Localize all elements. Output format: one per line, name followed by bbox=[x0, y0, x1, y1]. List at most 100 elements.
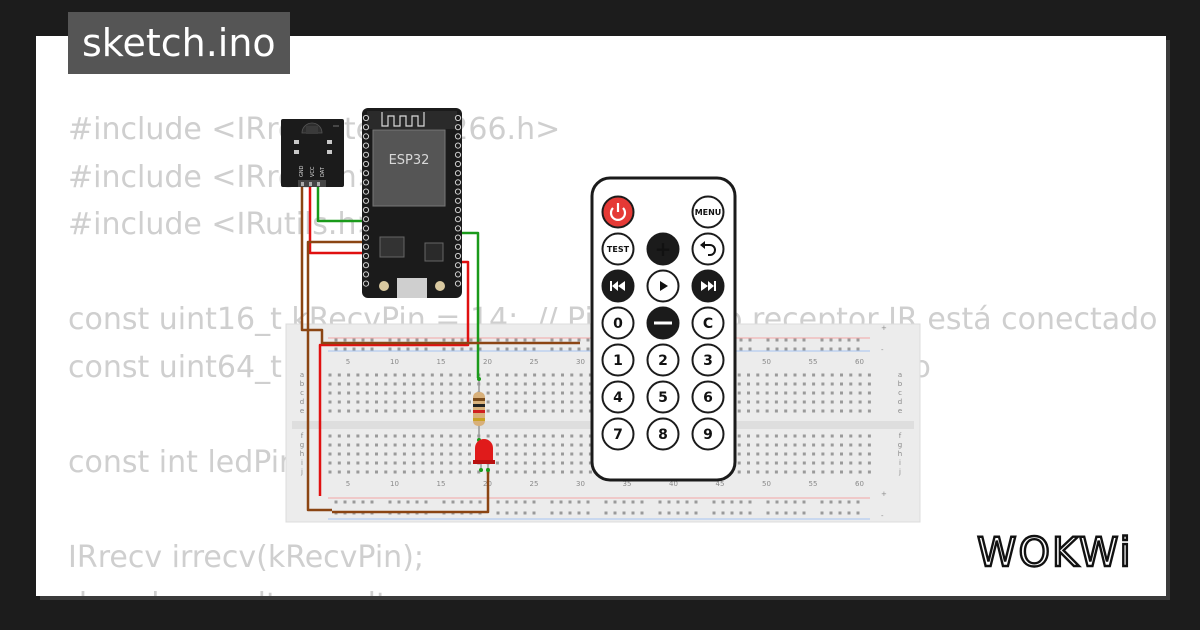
breadboard-hole bbox=[737, 400, 741, 404]
rail-plus-label: + bbox=[881, 324, 887, 332]
code-line: #include <IRutils.h> bbox=[68, 207, 382, 242]
red-led[interactable] bbox=[473, 439, 495, 472]
breadboard-hole bbox=[523, 400, 527, 404]
breadboard-hole bbox=[421, 470, 425, 474]
rail-hole bbox=[334, 338, 338, 342]
clear-button[interactable]: C bbox=[691, 306, 725, 340]
rail-hole bbox=[550, 511, 554, 515]
eight-button[interactable]: 8 bbox=[646, 417, 680, 451]
breadboard-hole bbox=[514, 391, 518, 395]
breadboard-hole bbox=[570, 470, 574, 474]
breadboard-hole bbox=[430, 391, 434, 395]
rail-hole bbox=[406, 338, 410, 342]
rail-hole bbox=[505, 338, 509, 342]
breadboard-hole bbox=[830, 461, 834, 465]
breadboard-hole bbox=[561, 400, 564, 404]
breadboard-hole bbox=[793, 391, 797, 395]
rail-hole bbox=[631, 511, 635, 515]
wire-green-gpio bbox=[461, 231, 480, 378]
breadboard-hole bbox=[514, 434, 518, 438]
breadboard-hole bbox=[495, 452, 499, 456]
one-button[interactable]: 1 bbox=[601, 343, 635, 377]
breadboard-hole bbox=[533, 400, 537, 404]
rail-hole bbox=[793, 347, 797, 351]
power-button[interactable] bbox=[601, 195, 635, 229]
ir-receiver-module[interactable]: GND VCC DAT bbox=[281, 119, 344, 187]
wire-brown-led bbox=[332, 468, 490, 514]
seven-button[interactable]: 7 bbox=[601, 417, 635, 451]
breadboard-hole bbox=[365, 434, 369, 438]
row-letter: f bbox=[899, 432, 902, 440]
breadboard-hole bbox=[830, 470, 834, 474]
breadboard-hole bbox=[365, 443, 369, 447]
breadboard-hole bbox=[328, 382, 332, 386]
breadboard-hole bbox=[384, 382, 388, 386]
breadboard-hole bbox=[486, 400, 490, 404]
back-arrow-icon bbox=[700, 241, 716, 256]
rail-hole bbox=[415, 347, 419, 351]
minus-button[interactable] bbox=[646, 306, 680, 340]
rail-hole bbox=[676, 511, 680, 515]
rail-hole bbox=[370, 338, 374, 342]
column-number: 55 bbox=[809, 480, 818, 488]
column-number: 45 bbox=[716, 480, 725, 488]
column-number: 30 bbox=[576, 480, 585, 488]
column-number: 50 bbox=[762, 358, 771, 366]
breadboard-hole bbox=[412, 452, 416, 456]
forward-button[interactable] bbox=[691, 269, 725, 303]
esp32-label: ESP32 bbox=[389, 153, 430, 168]
breadboard-hole bbox=[570, 434, 574, 438]
three-button-label: 3 bbox=[703, 353, 713, 369]
breadboard-hole bbox=[765, 461, 769, 465]
breadboard-hole bbox=[830, 434, 834, 438]
breadboard-hole bbox=[393, 443, 397, 447]
column-number: 50 bbox=[762, 480, 771, 488]
breadboard-hole bbox=[412, 434, 416, 438]
breadboard-hole bbox=[793, 373, 797, 377]
play-button[interactable] bbox=[646, 269, 680, 303]
plus-button[interactable]: + bbox=[646, 232, 680, 266]
rail-hole bbox=[478, 347, 482, 351]
breadboard-hole bbox=[588, 443, 592, 447]
column-number: 25 bbox=[530, 358, 539, 366]
back-button[interactable] bbox=[691, 232, 725, 266]
rewind-button[interactable] bbox=[601, 269, 635, 303]
breadboard-hole bbox=[570, 452, 574, 456]
breadboard-hole bbox=[579, 434, 583, 438]
two-button[interactable]: 2 bbox=[646, 343, 680, 377]
breadboard-hole bbox=[849, 382, 853, 386]
rail-hole bbox=[739, 511, 743, 515]
breadboard-hole bbox=[774, 409, 778, 413]
resistor[interactable] bbox=[473, 377, 485, 442]
test-button[interactable]: TEST bbox=[601, 232, 635, 266]
zero-button[interactable]: 0 bbox=[601, 306, 635, 340]
breadboard-hole bbox=[821, 443, 825, 447]
menu-button[interactable]: MENU bbox=[691, 195, 725, 229]
esp32-pin-headers bbox=[362, 114, 462, 287]
breadboard-hole bbox=[867, 443, 871, 447]
breadboard-hole bbox=[747, 382, 750, 386]
six-button[interactable]: 6 bbox=[691, 380, 725, 414]
breadboard-hole bbox=[495, 470, 499, 474]
breadboard-hole bbox=[347, 434, 351, 438]
breadboard-hole bbox=[821, 434, 825, 438]
breadboard-hole bbox=[384, 434, 388, 438]
breadboard-hole bbox=[542, 373, 546, 377]
breadboard-hole bbox=[384, 461, 388, 465]
breadboard-hole bbox=[440, 443, 444, 447]
breadboard-hole bbox=[495, 434, 499, 438]
plus-button-label: + bbox=[655, 237, 672, 261]
breadboard-hole bbox=[542, 382, 546, 386]
five-button[interactable]: 5 bbox=[646, 380, 680, 414]
breadboard-hole bbox=[858, 400, 862, 404]
breadboard-hole bbox=[756, 470, 760, 474]
four-button[interactable]: 4 bbox=[601, 380, 635, 414]
breadboard-hole bbox=[821, 452, 825, 456]
three-button[interactable]: 3 bbox=[691, 343, 725, 377]
breadboard-hole bbox=[384, 373, 388, 377]
nine-button[interactable]: 9 bbox=[691, 417, 725, 451]
esp32-board[interactable]: ESP32 bbox=[362, 108, 462, 298]
row-letter: a bbox=[898, 371, 902, 379]
code-line: IRrecv irrecv(kRecvPin); bbox=[68, 539, 425, 575]
